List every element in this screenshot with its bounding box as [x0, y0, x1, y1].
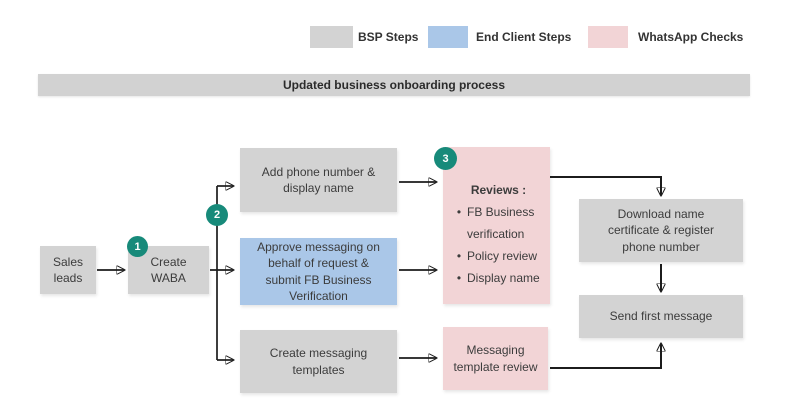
review-item-label: FB Business verification: [467, 205, 535, 241]
reviews-box: Reviews : • FB Business verification • P…: [443, 147, 550, 304]
step-badge-1: 1: [127, 236, 148, 257]
title-banner: Updated business onboarding process: [38, 74, 750, 96]
add-phone-number-box: Add phone number & display name: [240, 148, 397, 212]
step-badge-2: 2: [206, 204, 228, 226]
step-badge-3: 3: [434, 147, 457, 170]
review-item: • FB Business verification: [451, 201, 546, 245]
bullet-icon: •: [456, 205, 462, 219]
template-review-label: Messaging template review: [453, 343, 538, 374]
create-templates-label: Create messaging templates: [269, 346, 368, 377]
step-badge-3-number: 3: [442, 152, 449, 165]
legend-swatch-whatsapp: [588, 26, 628, 48]
page-title: Updated business onboarding process: [282, 78, 506, 92]
review-item-label: Display name: [467, 271, 540, 285]
reviews-heading: Reviews :: [470, 183, 527, 197]
legend-label-whatsapp: WhatsApp Checks: [638, 30, 744, 44]
review-item-label: Policy review: [467, 249, 538, 263]
legend-swatch-bsp: [310, 26, 353, 48]
bullet-icon: •: [456, 249, 462, 263]
legend-swatch-end-client: [428, 26, 468, 48]
legend-label-bsp: BSP Steps: [358, 30, 419, 44]
step-badge-2-number: 2: [213, 209, 221, 221]
sales-leads-box: Sales leads: [40, 246, 96, 294]
template-review-box: Messaging template review: [443, 327, 548, 390]
approve-messaging-label: Approve messaging on behalf of request &…: [257, 240, 380, 303]
step-badge-1-number: 1: [134, 240, 141, 253]
download-certificate-label: Download name certificate & register pho…: [607, 207, 715, 254]
review-item: • Display name: [451, 267, 546, 289]
review-item: • Policy review: [451, 245, 546, 267]
download-certificate-box: Download name certificate & register pho…: [579, 199, 743, 262]
bullet-icon: •: [456, 271, 462, 285]
send-first-message-label: Send first message: [609, 309, 713, 324]
add-phone-number-label: Add phone number & display name: [261, 164, 376, 195]
create-waba-label: Create WABA: [150, 254, 187, 285]
legend-label-end-client: End Client Steps: [476, 30, 572, 44]
send-first-message-box: Send first message: [579, 295, 743, 338]
arrow-template-review-to-send-first: [550, 344, 661, 369]
sales-leads-label: Sales leads: [52, 254, 84, 285]
arrow-reviews-to-download: [550, 176, 661, 195]
create-templates-box: Create messaging templates: [240, 330, 397, 393]
approve-messaging-box: Approve messaging on behalf of request &…: [240, 238, 397, 305]
